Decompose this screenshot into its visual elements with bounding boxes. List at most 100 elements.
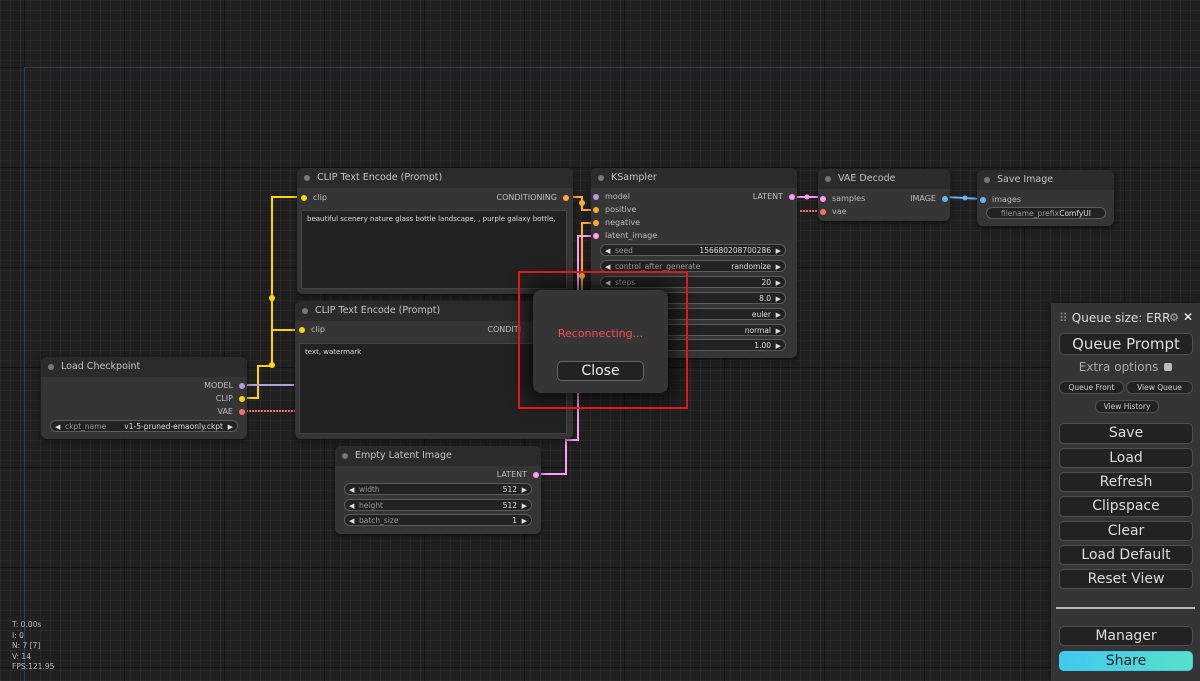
slot-dot[interactable] (789, 194, 795, 200)
arrow-right-icon[interactable]: ▶ (775, 327, 781, 335)
gear-icon[interactable]: ⚙ (1169, 311, 1179, 324)
save-image-node[interactable]: Save Image images filename_prefix ComfyU… (977, 170, 1114, 226)
width-widget[interactable]: ◀ width 512 ▶ (344, 483, 532, 495)
clipspace-button[interactable]: Clipspace (1059, 496, 1193, 517)
output-slot-latent[interactable]: LATENT (753, 191, 795, 203)
input-slot-samples[interactable]: samples (820, 193, 865, 205)
slot-dot[interactable] (593, 233, 599, 239)
steps-widget[interactable]: ◀ steps 20 ▶ (600, 276, 786, 288)
arrow-right-icon[interactable]: ▶ (775, 342, 781, 350)
input-slot-latent-image[interactable]: latent_image (593, 230, 657, 242)
ckpt-name-combo[interactable]: ◀ ckpt_name v1-5-pruned-emaonly.ckpt ▶ (50, 420, 238, 432)
output-slot-conditioning[interactable]: CONDITIONING (497, 192, 569, 204)
node-title[interactable]: CLIP Text Encode (Prompt) (297, 168, 573, 188)
collapse-dot[interactable] (598, 175, 604, 181)
queue-front-button[interactable]: Queue Front (1059, 381, 1124, 394)
empty-latent-image-node[interactable]: Empty Latent Image LATENT ◀ width 512 ▶ … (335, 446, 541, 534)
collapse-dot[interactable] (48, 364, 54, 370)
input-slot-clip[interactable]: clip (301, 192, 327, 204)
node-title[interactable]: KSampler (591, 168, 797, 188)
slot-dot[interactable] (942, 196, 948, 202)
extra-options-row[interactable]: Extra options (1051, 360, 1200, 374)
slot-dot[interactable] (593, 194, 599, 200)
load-default-button[interactable]: Load Default (1059, 545, 1193, 565)
control-after-generate-widget[interactable]: ◀ control_after_generate randomize ▶ (600, 260, 786, 272)
prompt-textarea[interactable]: beautiful scenery nature glass bottle la… (301, 210, 567, 289)
arrow-left-icon[interactable]: ◀ (349, 517, 355, 525)
arrow-left-icon[interactable]: ◀ (605, 247, 611, 255)
reset-view-button[interactable]: Reset View (1059, 569, 1193, 589)
node-title[interactable]: CLIP Text Encode (Prompt) (295, 301, 573, 321)
load-button[interactable]: Load (1059, 448, 1193, 468)
arrow-right-icon[interactable]: ▶ (775, 279, 781, 287)
output-slot-latent[interactable]: LATENT (497, 469, 539, 481)
collapse-dot[interactable] (342, 453, 348, 459)
arrow-right-icon[interactable]: ▶ (521, 517, 527, 525)
arrow-right-icon[interactable]: ▶ (775, 311, 781, 319)
arrow-right-icon[interactable]: ▶ (521, 502, 527, 510)
slot-dot[interactable] (299, 327, 305, 333)
close-icon[interactable]: ✕ (1182, 310, 1193, 324)
slot-dot[interactable] (239, 409, 245, 415)
clip-text-encode-node-negative[interactable]: CLIP Text Encode (Prompt) clip CONDITI t… (295, 301, 573, 439)
collapse-dot[interactable] (984, 177, 990, 183)
slot-dot[interactable] (563, 195, 569, 201)
seed-widget[interactable]: ◀ seed 156680208700286 ▶ (600, 244, 786, 256)
slot-dot[interactable] (301, 195, 307, 201)
arrow-right-icon[interactable]: ▶ (775, 263, 781, 271)
arrow-left-icon[interactable]: ◀ (349, 486, 355, 494)
input-slot-vae[interactable]: vae (820, 206, 847, 218)
manager-button[interactable]: Manager (1059, 626, 1193, 646)
close-button[interactable]: Close (557, 361, 644, 381)
extra-options-checkbox[interactable] (1164, 363, 1173, 371)
slot-dot[interactable] (593, 220, 599, 226)
arrow-right-icon[interactable]: ▶ (227, 423, 233, 431)
node-title[interactable]: VAE Decode (818, 169, 950, 189)
input-slot-model[interactable]: model (593, 191, 630, 203)
arrow-left-icon[interactable]: ◀ (55, 423, 61, 431)
slot-dot[interactable] (239, 383, 245, 389)
arrow-left-icon[interactable]: ◀ (349, 502, 355, 510)
input-slot-negative[interactable]: negative (593, 217, 640, 229)
input-slot-images[interactable]: images (980, 194, 1021, 206)
save-button[interactable]: Save (1059, 423, 1193, 444)
node-title[interactable]: Empty Latent Image (335, 446, 541, 466)
arrow-left-icon[interactable]: ◀ (605, 279, 611, 287)
slot-dot[interactable] (593, 207, 599, 213)
refresh-button[interactable]: Refresh (1059, 472, 1193, 492)
collapse-dot[interactable] (825, 176, 831, 182)
load-checkpoint-node[interactable]: Load Checkpoint MODEL CLIP VAE ◀ ckpt_na… (41, 357, 247, 439)
slot-dot[interactable] (820, 209, 826, 215)
input-slot-positive[interactable]: positive (593, 204, 636, 216)
arrow-right-icon[interactable]: ▶ (775, 247, 781, 255)
prompt-textarea[interactable]: text, watermark (299, 343, 567, 434)
collapse-dot[interactable] (302, 308, 308, 314)
queue-header[interactable]: ⠿Queue size: ERR ⚙ ✕ (1059, 310, 1193, 325)
clear-button[interactable]: Clear (1059, 521, 1193, 541)
slot-dot[interactable] (980, 197, 986, 203)
slot-dot[interactable] (533, 472, 539, 478)
slot-dot[interactable] (820, 196, 826, 202)
queue-prompt-button[interactable]: Queue Prompt (1059, 333, 1193, 355)
drag-handle-icon[interactable]: ⠿ (1059, 311, 1068, 325)
clip-text-encode-node-positive[interactable]: CLIP Text Encode (Prompt) clip CONDITION… (297, 168, 573, 294)
share-button[interactable]: Share (1059, 651, 1193, 671)
filename-prefix-widget[interactable]: filename_prefix ComfyUI (986, 207, 1106, 219)
arrow-left-icon[interactable]: ◀ (605, 263, 611, 271)
arrow-right-icon[interactable]: ▶ (775, 295, 781, 303)
slot-dot[interactable] (239, 396, 245, 402)
input-slot-clip[interactable]: clip (299, 324, 325, 336)
view-history-button[interactable]: View History (1095, 400, 1159, 413)
output-slot-image[interactable]: IMAGE (910, 193, 948, 205)
view-queue-button[interactable]: View Queue (1126, 381, 1193, 394)
output-slot-model[interactable]: MODEL (204, 380, 245, 392)
node-title[interactable]: Load Checkpoint (41, 357, 247, 377)
output-slot-conditioning[interactable]: CONDITI (487, 324, 533, 336)
output-slot-vae[interactable]: VAE (218, 406, 245, 418)
node-title[interactable]: Save Image (977, 170, 1114, 190)
collapse-dot[interactable] (304, 175, 310, 181)
height-widget[interactable]: ◀ height 512 ▶ (344, 499, 532, 511)
output-slot-clip[interactable]: CLIP (216, 393, 245, 405)
arrow-right-icon[interactable]: ▶ (521, 486, 527, 494)
